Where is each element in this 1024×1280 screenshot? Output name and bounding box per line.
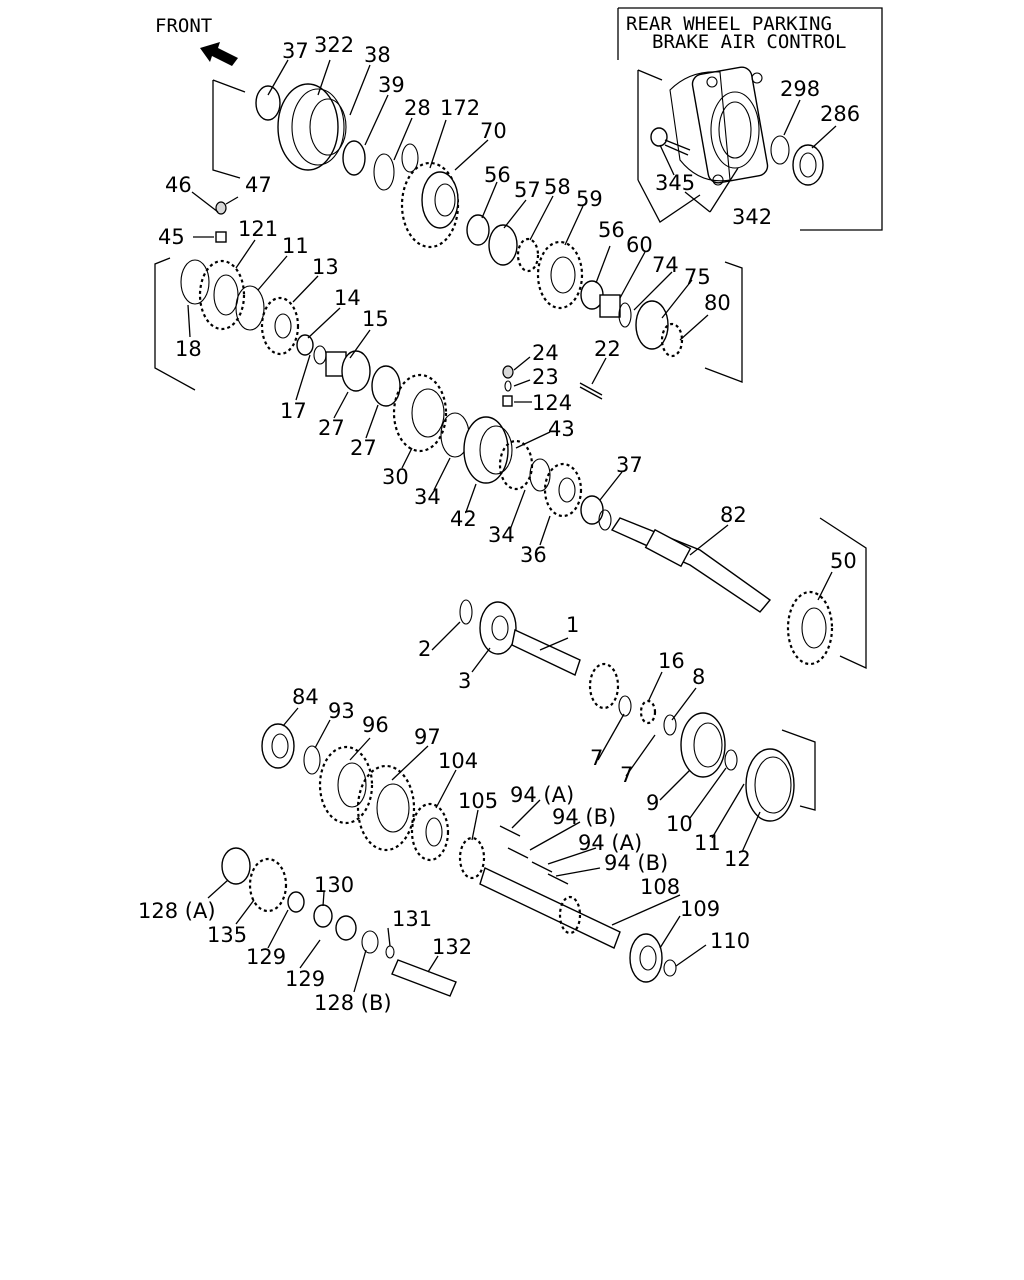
callout: 121: [238, 217, 278, 241]
part-22: [579, 382, 603, 396]
second-row-parts: [180, 259, 401, 407]
callout: 124: [532, 391, 572, 415]
callout: 43: [548, 417, 575, 441]
inset-callout: 342: [732, 205, 772, 229]
callout: 15: [362, 307, 389, 331]
part-45: [215, 231, 227, 243]
callout: 80: [704, 291, 731, 315]
callout: 129: [285, 967, 325, 991]
callout: 9: [646, 791, 659, 815]
callout: 94 (B): [552, 805, 616, 829]
callout: 23: [532, 365, 559, 389]
front-arrow-icon: [200, 42, 238, 66]
callout: 3: [458, 669, 471, 693]
callout: 18: [175, 337, 202, 361]
callout: 2: [418, 637, 431, 661]
inset-box: REAR WHEEL PARKING BRAKE AIR CONTROL: [617, 7, 883, 231]
inset-callout: 286: [820, 102, 860, 126]
callout: 39: [378, 73, 405, 97]
callout: 105: [458, 789, 498, 813]
callout: 128 (A): [138, 899, 216, 923]
callout: 104: [438, 749, 478, 773]
callout: 16: [658, 649, 685, 673]
callout: 60: [626, 233, 653, 257]
callout: 17: [280, 399, 307, 423]
middle-shaft-parts: [392, 373, 834, 666]
callout: 34: [414, 485, 441, 509]
inset-title-line2: BRAKE AIR CONTROL: [652, 31, 846, 53]
callout: 59: [576, 187, 603, 211]
callout: 130: [314, 873, 354, 897]
callout: 57: [514, 178, 541, 202]
inset-callout: 298: [780, 77, 820, 101]
callout-labels: 37 322 38 39 28 172 70 46 47 45 121 11 1…: [138, 33, 860, 1015]
callout: 74: [652, 253, 679, 277]
callout: 47: [245, 173, 272, 197]
callout: 322: [314, 33, 354, 57]
countershaft-parts: [221, 723, 677, 997]
callout: 94 (A): [578, 831, 642, 855]
callout: 50: [830, 549, 857, 573]
callout: 75: [684, 265, 711, 289]
callout: 38: [364, 43, 391, 67]
callout: 24: [532, 341, 559, 365]
callout: 94 (B): [604, 851, 668, 875]
front-label: FRONT: [155, 15, 212, 37]
callout: 172: [440, 96, 480, 120]
callout: 128 (B): [314, 991, 392, 1015]
callout: 109: [680, 897, 720, 921]
top-row-parts: [255, 83, 684, 358]
callout: 84: [292, 685, 319, 709]
callout: 28: [404, 96, 431, 120]
callout: 94 (A): [510, 783, 574, 807]
callout: 108: [640, 875, 680, 899]
callout: 82: [720, 503, 747, 527]
part-23: [504, 380, 512, 392]
callout: 7: [620, 763, 633, 787]
callout: 27: [350, 436, 377, 460]
callout: 22: [594, 337, 621, 361]
callout: 56: [484, 163, 511, 187]
inset-title-line1: REAR WHEEL PARKING: [626, 13, 832, 35]
callout: 97: [414, 725, 441, 749]
input-shaft-parts: [459, 599, 795, 822]
part-124: [502, 395, 513, 407]
callout: 11: [694, 831, 721, 855]
callout: 96: [362, 713, 389, 737]
callout: 37: [282, 39, 309, 63]
callout: 14: [334, 286, 361, 310]
callout: 12: [724, 847, 751, 871]
callout: 42: [450, 507, 477, 531]
callout: 110: [710, 929, 750, 953]
callout: 8: [692, 665, 705, 689]
part-24: [502, 365, 514, 379]
callout: 11: [282, 234, 309, 258]
callout: 46: [165, 173, 192, 197]
callout: 129: [246, 945, 286, 969]
callout: 135: [207, 923, 247, 947]
callout: 56: [598, 218, 625, 242]
leader-lines: [187, 59, 837, 993]
callout: 132: [432, 935, 472, 959]
callout: 30: [382, 465, 409, 489]
callout: 13: [312, 255, 339, 279]
callout: 1: [566, 613, 579, 637]
callout: 45: [158, 225, 185, 249]
callout: 58: [544, 175, 571, 199]
callout: 7: [590, 746, 603, 770]
callout: 10: [666, 812, 693, 836]
callout: 131: [392, 907, 432, 931]
callout: 93: [328, 699, 355, 723]
callout: 70: [480, 119, 507, 143]
callout: 27: [318, 416, 345, 440]
callout: 36: [520, 543, 547, 567]
part-46-47: [215, 201, 227, 215]
inset-callout: 345: [655, 171, 695, 195]
callout: 37: [616, 453, 643, 477]
callout: 34: [488, 523, 515, 547]
